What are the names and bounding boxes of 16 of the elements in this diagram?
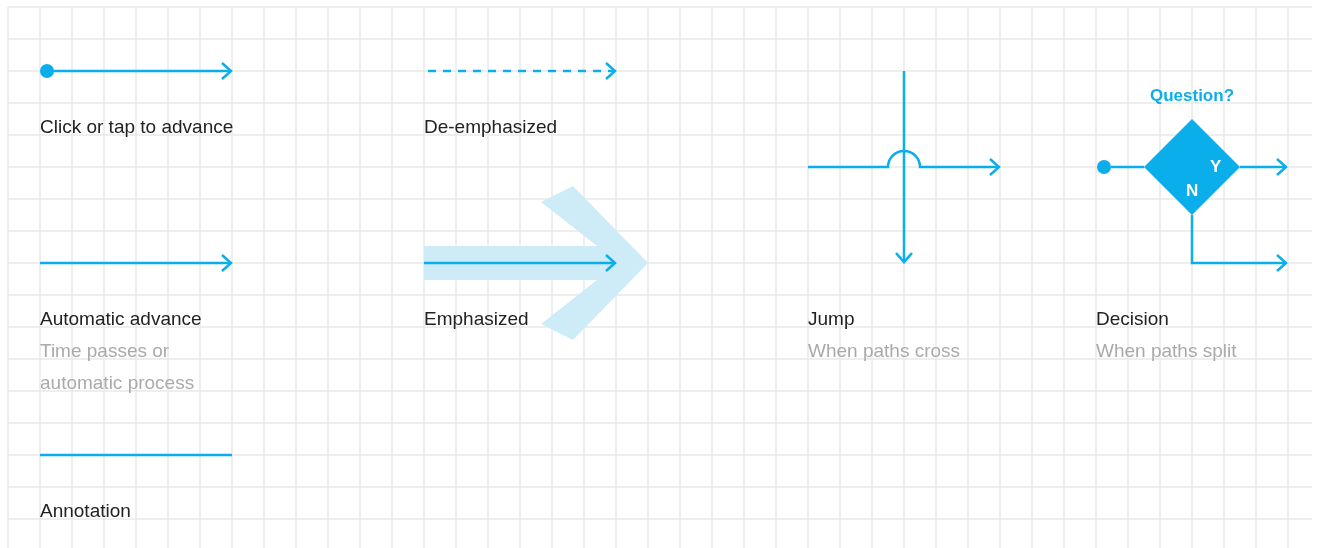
legend-label: Decision <box>1096 307 1169 331</box>
legend-label: Click or tap to advance <box>40 115 234 139</box>
legend-label: Annotation <box>40 499 131 523</box>
legend-label: Emphasized <box>424 307 529 331</box>
branch-label: Y <box>1210 157 1222 177</box>
decision-question: Question? <box>1148 85 1236 107</box>
description-text: When paths cross <box>808 339 962 363</box>
arrow <box>1240 157 1288 177</box>
legend-label: De-emphasized <box>424 115 558 139</box>
description-text: When paths split <box>1096 339 1238 363</box>
legend-label: Jump <box>808 307 855 331</box>
arrow <box>1190 215 1288 273</box>
legend-label: Automatic advance <box>40 307 202 331</box>
connector-line <box>1111 165 1144 169</box>
description-text: Time passes or automatic process <box>40 339 196 395</box>
branch-label: N <box>1186 181 1199 201</box>
